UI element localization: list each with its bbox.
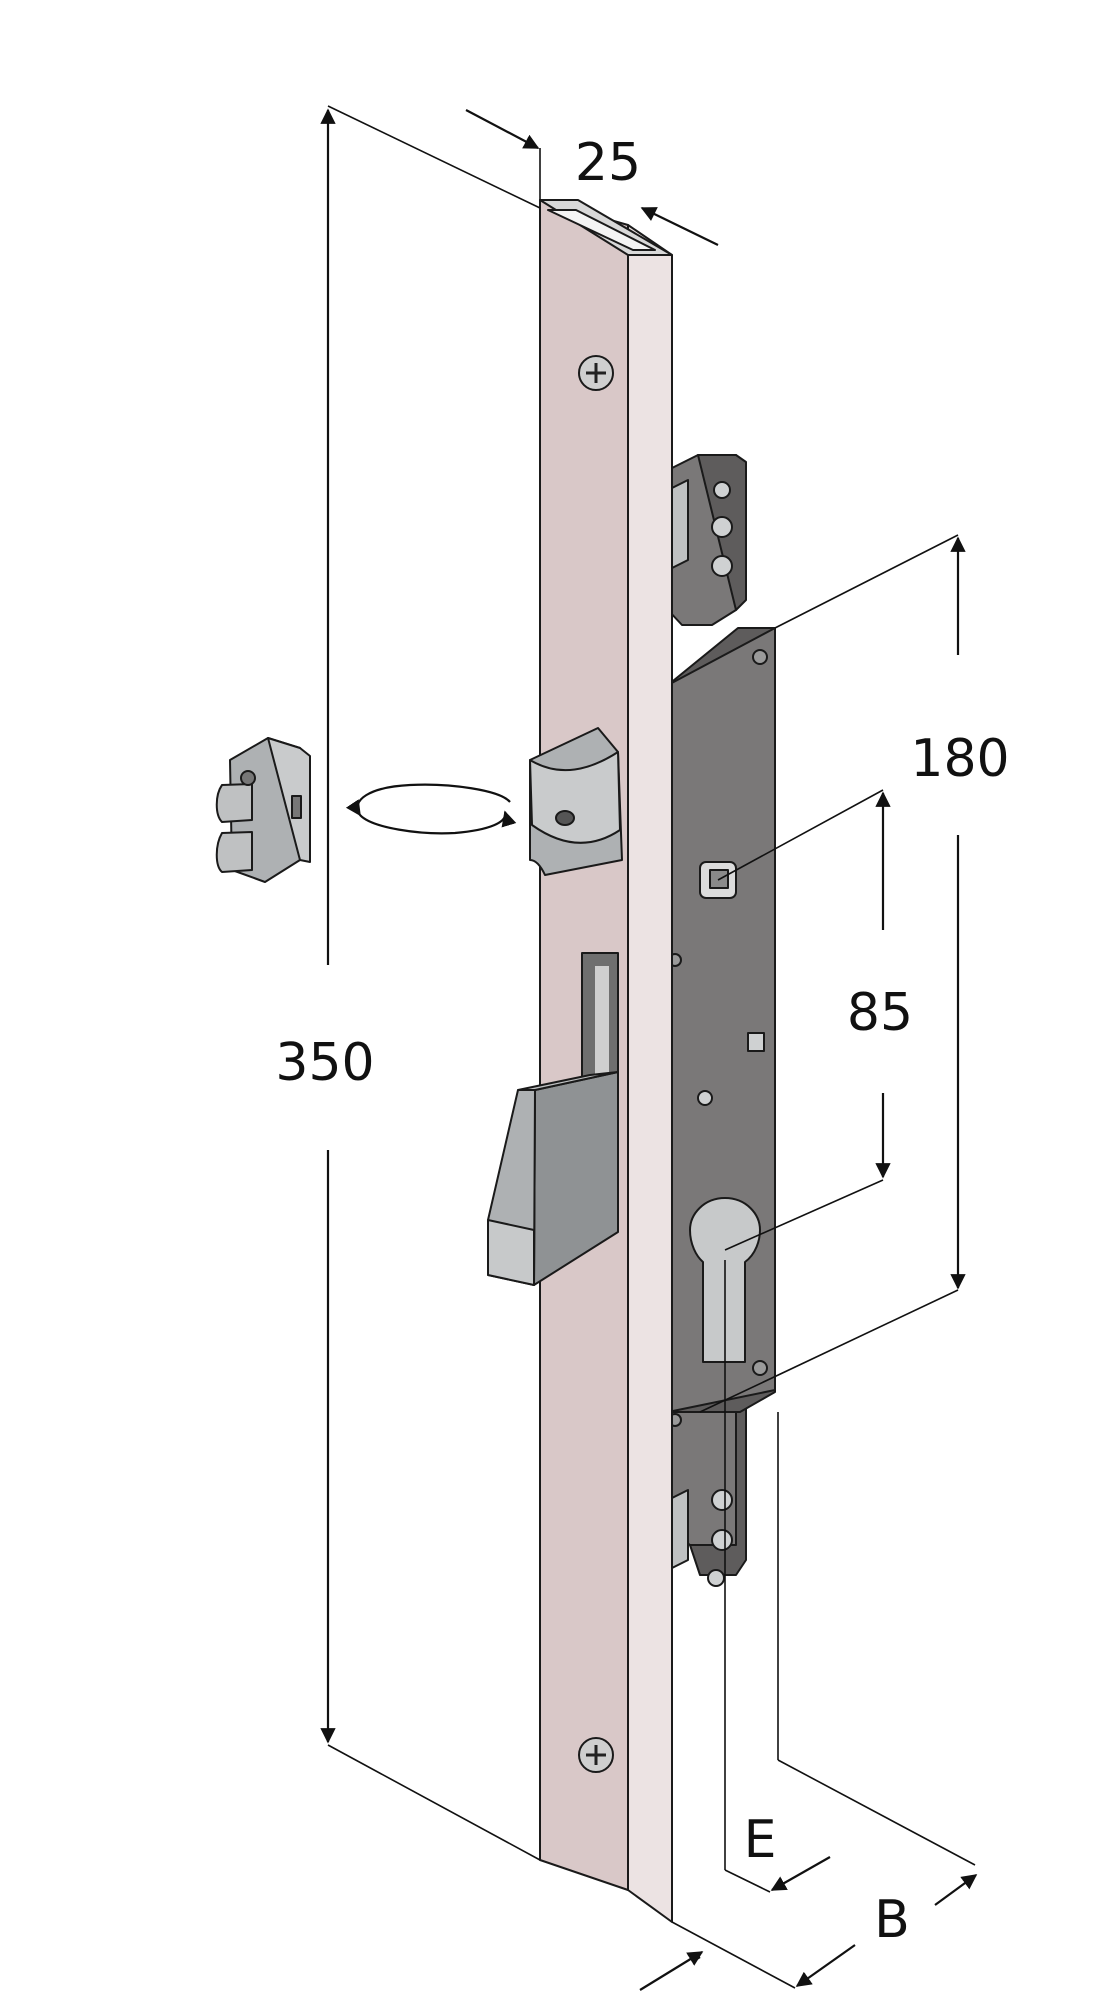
latch — [529, 727, 623, 876]
dimension-25: 25 — [465, 109, 719, 246]
lock-case — [667, 627, 776, 1427]
dimension-85: 85 — [717, 789, 913, 1251]
hook-bolt — [487, 1071, 619, 1286]
dimension-b: B — [639, 1412, 978, 1991]
dimension-label-180: 180 — [910, 729, 1009, 789]
dimension-350: 350 — [275, 105, 541, 1861]
dimension-label-25: 25 — [575, 133, 641, 193]
dimension-e: E — [724, 1260, 831, 1893]
screw-icon — [578, 1737, 614, 1773]
dimension-label-b: B — [874, 1890, 910, 1950]
dimension-label-350: 350 — [275, 1033, 374, 1093]
reversible-latch-icon — [215, 737, 311, 883]
case-screw-bottom — [752, 1360, 768, 1376]
upper-rod-connector — [667, 454, 747, 626]
case-screw-top — [752, 649, 768, 665]
faceplate — [539, 199, 673, 1923]
screw-icon — [578, 355, 614, 391]
dimension-label-85: 85 — [847, 983, 913, 1043]
dimension-180: 180 — [699, 534, 1010, 1413]
dimension-label-e: E — [744, 1810, 777, 1870]
rotation-arrow-icon — [345, 783, 517, 835]
lower-rod-connector — [667, 1399, 747, 1587]
